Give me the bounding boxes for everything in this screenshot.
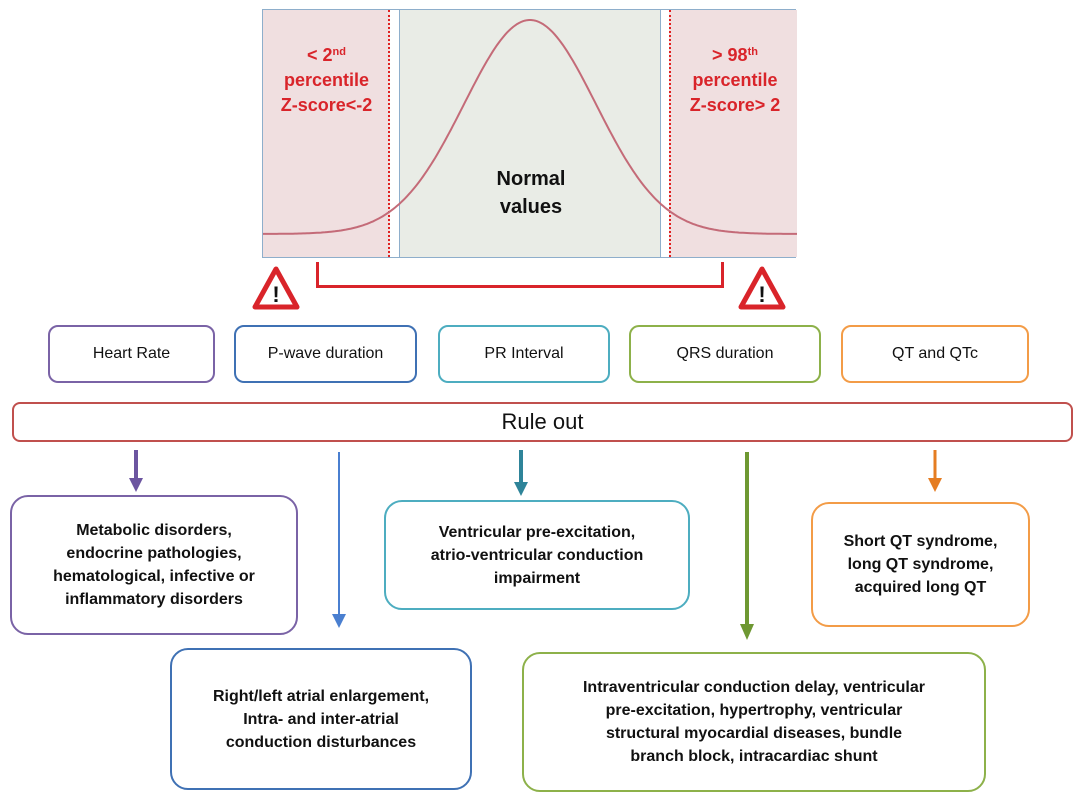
pr-interval-outcome: Ventricular pre-excitation, atrio-ventri… bbox=[384, 500, 690, 610]
normal-range-bracket bbox=[316, 262, 724, 288]
bell-curve bbox=[263, 19, 797, 235]
low-percentile-label: < 2nd percentile Z-score<-2 bbox=[280, 45, 373, 115]
qrs-duration-label: QRS duration bbox=[676, 345, 774, 362]
normal-values-zone: Normal values bbox=[399, 10, 661, 257]
high-percentile-zone: > 98th percentile Z-score> 2 bbox=[669, 10, 797, 257]
pr-interval-box: PR Interval bbox=[438, 325, 610, 383]
svg-text:!: ! bbox=[758, 282, 765, 307]
arrow-down-icon bbox=[332, 452, 346, 628]
pr-interval-label: PR Interval bbox=[484, 345, 564, 362]
qt-qtc-label: QT and QTc bbox=[892, 345, 978, 362]
heart-rate-label: Heart Rate bbox=[92, 345, 171, 362]
arrow-down-icon bbox=[928, 450, 942, 492]
qt-outcome-text: Short QT syndrome, long QT syndrome, acq… bbox=[843, 533, 998, 596]
high-percentile-label: > 98th percentile Z-score> 2 bbox=[689, 45, 781, 115]
qrs-outcome-text: Intraventricular conduction delay, ventr… bbox=[582, 679, 925, 765]
p-wave-duration-label: P-wave duration bbox=[267, 345, 384, 362]
qrs-outcome: Intraventricular conduction delay, ventr… bbox=[522, 652, 986, 792]
rule-out-bar: Rule out bbox=[12, 402, 1073, 442]
qrs-duration-box: QRS duration bbox=[629, 325, 821, 383]
heart-rate-outcome: Metabolic disorders, endocrine pathologi… bbox=[10, 495, 298, 635]
pr-interval-outcome-text: Ventricular pre-excitation, atrio-ventri… bbox=[430, 523, 644, 587]
p-wave-outcome-text: Right/left atrial enlargement, Intra- an… bbox=[212, 687, 430, 751]
qt-qtc-box: QT and QTc bbox=[841, 325, 1029, 383]
heart-rate-box: Heart Rate bbox=[48, 325, 215, 383]
p-wave-duration-box: P-wave duration bbox=[234, 325, 417, 383]
warning-icon: ! bbox=[252, 266, 300, 310]
rule-out-label: Rule out bbox=[501, 409, 584, 434]
normal-values-label: Normal values bbox=[496, 168, 566, 218]
arrow-down-icon bbox=[514, 450, 528, 496]
qt-outcome: Short QT syndrome, long QT syndrome, acq… bbox=[811, 502, 1030, 627]
svg-text:!: ! bbox=[272, 282, 279, 307]
low-percentile-zone: < 2nd percentile Z-score<-2 bbox=[263, 10, 390, 257]
arrow-down-icon bbox=[129, 450, 143, 492]
warning-icon: ! bbox=[738, 266, 786, 310]
p-wave-outcome: Right/left atrial enlargement, Intra- an… bbox=[170, 648, 472, 790]
distribution-panel: < 2nd percentile Z-score<-2 Normal value… bbox=[262, 9, 797, 258]
arrow-down-icon bbox=[740, 452, 754, 640]
heart-rate-outcome-text: Metabolic disorders, endocrine pathologi… bbox=[53, 522, 255, 608]
